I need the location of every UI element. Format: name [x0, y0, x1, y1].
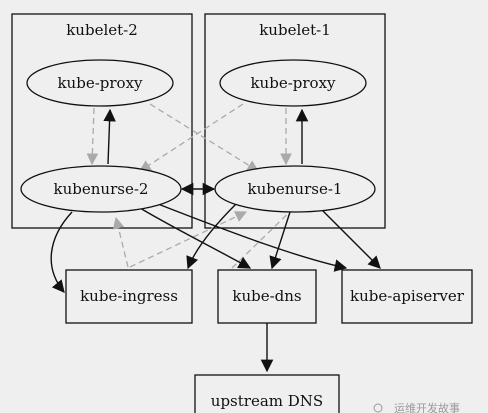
node-kubenurse-2: kubenurse-2: [20, 165, 182, 213]
edge-proxy1-to-nurse2: [139, 103, 244, 172]
cluster-label-kubelet-2: kubelet-2: [66, 21, 138, 39]
node-kube-apiserver: kube-apiserver: [341, 269, 473, 324]
cluster-kubelet-1: [204, 13, 386, 229]
node-label-kube-proxy-1: kube-proxy: [250, 74, 336, 92]
edge-nurse2-to-apiserver: [157, 203, 348, 272]
edge-ingress-to-nurse2: [112, 216, 129, 268]
edge-nurse2-to-proxy2: [103, 108, 116, 165]
watermark-text: 运维开发故事: [394, 401, 460, 413]
node-label-kube-ingress: kube-ingress: [80, 287, 178, 305]
node-kubenurse-1: kubenurse-1: [214, 165, 376, 213]
node-label-kubenurse-2: kubenurse-2: [54, 180, 149, 198]
edge-nurse2-to-ingress: [50, 211, 73, 293]
cluster-kubelet-2: [11, 13, 193, 229]
edge-nurse1-to-ingress: [186, 203, 237, 270]
edge-nurse1-to-dns: [269, 211, 291, 270]
edge-proxy2-to-nurse2: [86, 107, 99, 166]
node-kube-ingress: kube-ingress: [65, 269, 193, 324]
node-label-upstream-dns: upstream DNS: [211, 392, 323, 410]
watermark-logo-icon: [373, 403, 383, 413]
cluster-label-kubelet-1: kubelet-1: [259, 21, 331, 39]
edge-proxy2-to-nurse1: [149, 103, 259, 172]
node-kube-proxy-1: kube-proxy: [219, 59, 367, 107]
node-label-kube-proxy-2: kube-proxy: [57, 74, 143, 92]
node-label-kube-apiserver: kube-apiserver: [350, 287, 465, 305]
node-label-kube-dns: kube-dns: [232, 287, 301, 305]
edge-nurse2-to-dns: [139, 207, 252, 269]
edge-ingress-to-nurse1: [129, 211, 248, 268]
watermark: 运维开发故事: [373, 401, 460, 413]
edge-nurse1-to-apiserver: [321, 209, 381, 269]
node-kube-proxy-2: kube-proxy: [26, 59, 174, 107]
node-upstream-dns: upstream DNS: [194, 374, 340, 413]
node-label-kubenurse-1: kubenurse-1: [248, 180, 343, 198]
node-kube-dns: kube-dns: [217, 269, 317, 324]
